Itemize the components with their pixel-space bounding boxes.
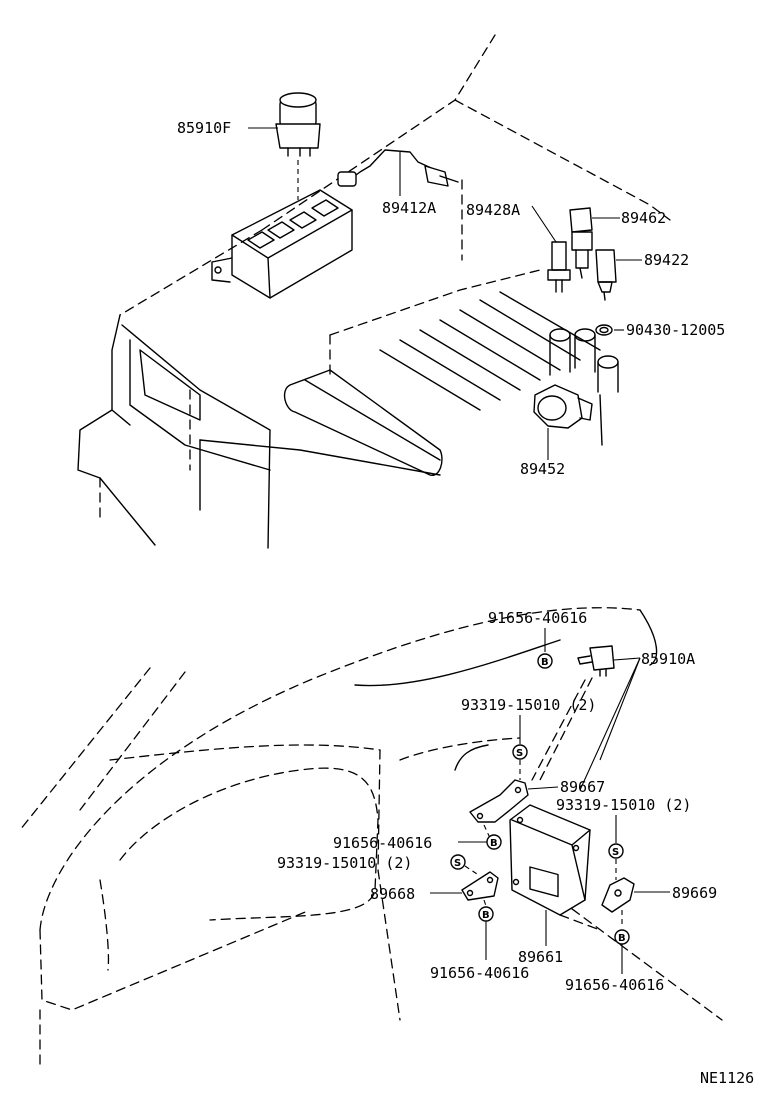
label-85910A: 85910A: [641, 650, 695, 668]
dashboard-outline: [19, 607, 723, 1066]
label-89422: 89422: [644, 251, 689, 269]
bolt-91656-bottom-right: B: [614, 910, 630, 974]
screw-93319-right: S: [608, 815, 624, 880]
label-89462: 89462: [621, 209, 666, 227]
label-91656-40616-bottom-right: 91656-40616: [565, 976, 664, 994]
gasket-90430: [595, 324, 624, 336]
bracket-89667-part: [469, 779, 559, 839]
svg-text:S: S: [516, 748, 523, 759]
label-85910F: 85910F: [177, 119, 231, 137]
screw-93319-left: S: [450, 854, 481, 877]
diagram-code: NE1126: [700, 1069, 754, 1087]
relay-85910F-part: [248, 92, 321, 200]
label-93319-15010-right: 93319-15010 (2): [556, 796, 691, 814]
label-91656-40616-left: 91656-40616: [333, 834, 432, 852]
sensor-89412A-part: [337, 149, 459, 196]
label-89667: 89667: [560, 778, 605, 796]
label-93319-15010-top: 93319-15010 (2): [461, 696, 596, 714]
label-89412A: 89412A: [382, 199, 436, 217]
ecu-89661-part: [509, 804, 601, 946]
engine-bay-outline: [77, 34, 671, 549]
svg-text:B: B: [541, 657, 549, 668]
relay-85910A-part: [531, 645, 641, 791]
label-89668: 89668: [370, 885, 415, 903]
svg-text:B: B: [618, 933, 626, 944]
sensors-89428A-89462-89422: [461, 179, 642, 301]
label-91656-40616-bottom-left: 91656-40616: [430, 964, 529, 982]
svg-text:B: B: [482, 910, 490, 921]
part-labels: 85910F 89412A 89428A 89462 89422 90430-1…: [177, 119, 754, 1087]
label-91656-40616-top: 91656-40616: [488, 609, 587, 627]
svg-text:B: B: [490, 838, 498, 849]
bolt-91656-bottom-left: B: [478, 899, 494, 960]
label-93319-15010-left: 93319-15010 (2): [277, 854, 412, 872]
label-89669: 89669: [672, 884, 717, 902]
svg-text:S: S: [454, 858, 461, 869]
svg-text:S: S: [612, 847, 619, 858]
relay-block: [211, 189, 353, 299]
intake-manifold: [283, 269, 619, 476]
screw-93319-top: S: [512, 715, 528, 780]
label-90430-12005: 90430-12005: [626, 321, 725, 339]
throttle-sensor-89452: [533, 384, 593, 460]
bracket-89668-part: [430, 871, 499, 901]
label-89428A: 89428A: [466, 201, 520, 219]
bracket-89669-part: [601, 877, 670, 913]
bolt-91656-left: B: [458, 834, 502, 850]
label-89661: 89661: [518, 948, 563, 966]
bolt-91656-top: B: [537, 628, 553, 669]
label-89452: 89452: [520, 460, 565, 478]
